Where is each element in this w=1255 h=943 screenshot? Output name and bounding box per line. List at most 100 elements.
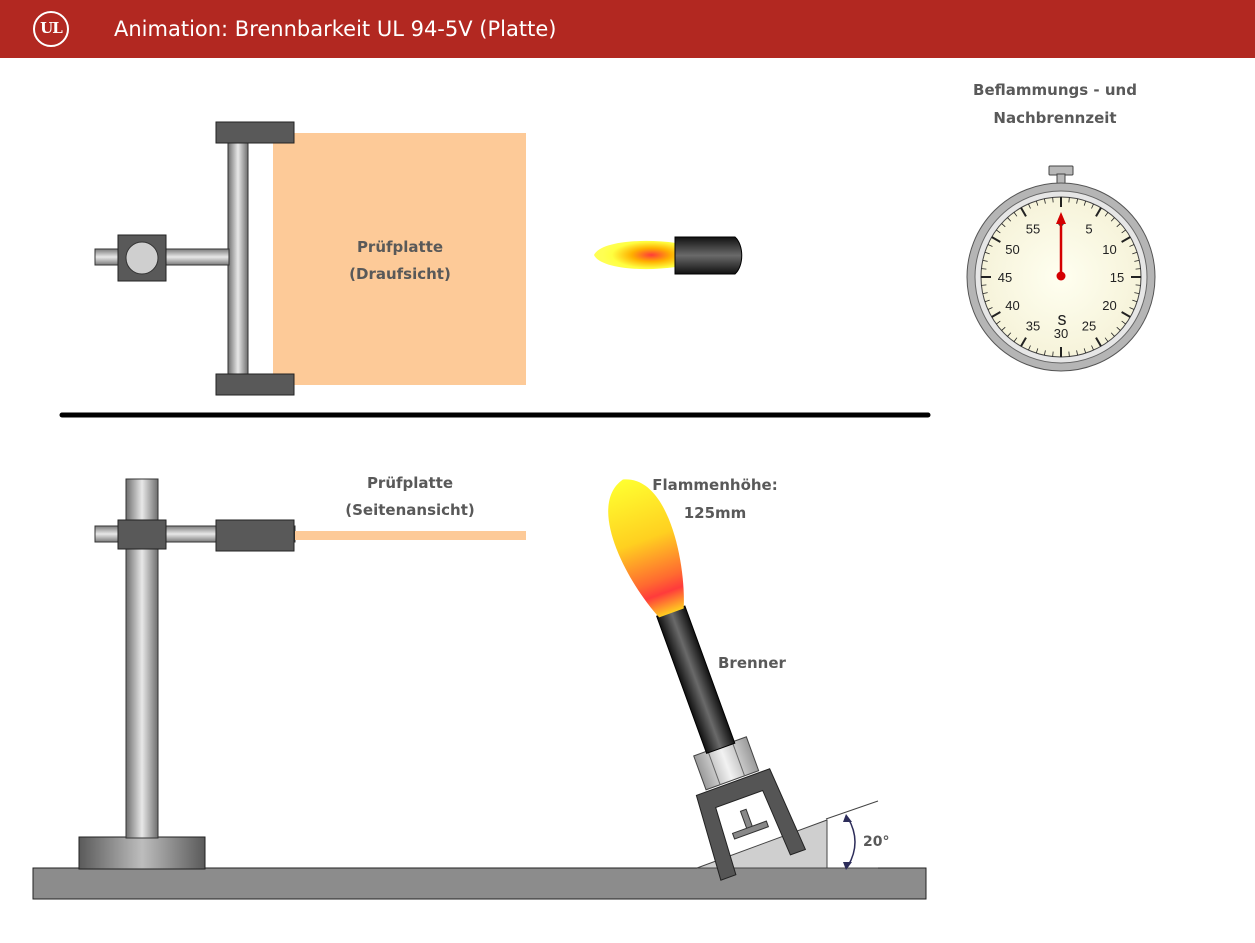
stopwatch-dial-number: 35 bbox=[1026, 318, 1040, 333]
side-view-coupler bbox=[117, 519, 167, 550]
top-view-plate bbox=[273, 133, 526, 385]
stopwatch-tick bbox=[982, 292, 988, 295]
ul-logo: UL bbox=[33, 11, 69, 47]
stopwatch: Beflammungs - und Nachbrennzeit 05101520… bbox=[966, 81, 1156, 372]
stopwatch-tick bbox=[1135, 268, 1141, 270]
stopwatch-tick bbox=[1068, 197, 1070, 203]
angle-label: 20° bbox=[863, 834, 889, 850]
stopwatch-tick bbox=[1035, 348, 1039, 354]
top-view-clamp-top bbox=[215, 121, 295, 144]
stopwatch-tick bbox=[1035, 200, 1039, 206]
stopwatch-tick bbox=[1001, 326, 1006, 331]
stopwatch-tick bbox=[1091, 345, 1094, 351]
stopwatch-tick bbox=[991, 311, 1001, 318]
burner-sleeve-rib bbox=[731, 741, 746, 776]
stopwatch-tick bbox=[1129, 307, 1135, 310]
side-view: Prüfplatte (Seitenansicht) 20° Flammenhö… bbox=[32, 474, 927, 900]
stopwatch-tick bbox=[1104, 212, 1109, 217]
angle-arrow-top bbox=[843, 814, 852, 822]
angle-reference-line bbox=[825, 800, 879, 820]
stopwatch-hand-pivot bbox=[1056, 271, 1066, 281]
stopwatch-tick bbox=[1076, 198, 1079, 204]
stopwatch-dial-number: 30 bbox=[1054, 326, 1068, 341]
stopwatch-tick bbox=[1132, 251, 1138, 255]
burner-flame bbox=[608, 479, 684, 618]
top-view-coupler-bolt bbox=[125, 241, 159, 275]
top-plate-label-1: Prüfplatte bbox=[357, 238, 443, 256]
stopwatch-tick bbox=[1104, 337, 1109, 342]
stopwatch-tick bbox=[1110, 332, 1115, 337]
stopwatch-tick bbox=[1129, 244, 1135, 247]
stopwatch-tick bbox=[1132, 299, 1138, 303]
top-view-burner-tube bbox=[674, 236, 743, 275]
stopwatch-tick bbox=[1095, 337, 1102, 347]
stopwatch-tick bbox=[1043, 198, 1046, 204]
stopwatch-tick bbox=[1091, 203, 1094, 209]
stopwatch-tick bbox=[1121, 320, 1126, 325]
stopwatch-dial-number: 25 bbox=[1082, 318, 1096, 333]
stopwatch-dial-number: 45 bbox=[998, 270, 1012, 285]
stopwatch-tick bbox=[984, 251, 990, 255]
stopwatch-tick bbox=[1013, 337, 1018, 342]
stopwatch-dial-number: 55 bbox=[1026, 222, 1040, 237]
stopwatch-tick bbox=[984, 299, 990, 303]
stopwatch-tick bbox=[1007, 217, 1012, 222]
top-view: Prüfplatte (Draufsicht) bbox=[94, 121, 743, 396]
stopwatch-tick bbox=[1121, 236, 1131, 243]
stopwatch-tick bbox=[1007, 332, 1012, 337]
stopwatch-caption-2: Nachbrennzeit bbox=[993, 109, 1116, 127]
stopwatch-ticks bbox=[981, 197, 1141, 357]
stopwatch-tick bbox=[1020, 207, 1027, 217]
stopwatch-tick bbox=[1001, 223, 1006, 228]
stand-base bbox=[78, 836, 206, 870]
stopwatch-tick bbox=[982, 259, 988, 262]
stopwatch-tick bbox=[1121, 229, 1126, 234]
stopwatch-dial-number: 20 bbox=[1102, 298, 1116, 313]
stopwatch-tick bbox=[1095, 207, 1102, 217]
stopwatch-hand-tip bbox=[1056, 212, 1066, 224]
angle-arrow-bottom bbox=[843, 862, 852, 870]
burner-stand bbox=[695, 768, 807, 881]
stopwatch-tick bbox=[1083, 200, 1087, 206]
stopwatch-tick bbox=[1028, 203, 1031, 209]
stopwatch-tick bbox=[996, 229, 1001, 234]
stopwatch-caption-1: Beflammungs - und bbox=[973, 81, 1137, 99]
stopwatch-tick bbox=[996, 320, 1001, 325]
burner bbox=[608, 479, 807, 881]
stopwatch-tick bbox=[981, 268, 987, 270]
angle-arc bbox=[847, 817, 856, 867]
stopwatch-tick bbox=[981, 284, 987, 286]
page-title: Animation: Brennbarkeit UL 94-5V (Platte… bbox=[114, 17, 557, 41]
stopwatch-tick bbox=[1068, 351, 1070, 357]
top-plate-label-2: (Draufsicht) bbox=[349, 265, 451, 283]
stopwatch-unit: s bbox=[1058, 309, 1067, 329]
stopwatch-hand bbox=[1056, 212, 1066, 281]
stopwatch-tick bbox=[1052, 197, 1054, 203]
stopwatch-dial-numbers: 0510152025303540455055 bbox=[998, 214, 1124, 341]
stopwatch-tick bbox=[987, 244, 993, 247]
side-view-plate bbox=[295, 531, 526, 540]
top-view-flame bbox=[594, 240, 676, 270]
flame-height-label-2: 125mm bbox=[684, 504, 747, 522]
table-surface bbox=[32, 867, 927, 900]
stopwatch-dial-number: 15 bbox=[1110, 270, 1124, 285]
stopwatch-tick bbox=[987, 307, 993, 310]
top-view-clamp-bottom bbox=[215, 373, 295, 396]
stopwatch-tick bbox=[1052, 351, 1054, 357]
stopwatch-tick bbox=[1020, 337, 1027, 347]
stopwatch-dial-number: 50 bbox=[1005, 242, 1019, 257]
burner-label: Brenner bbox=[718, 654, 787, 672]
stopwatch-dial-number: 40 bbox=[1005, 298, 1019, 313]
stopwatch-tick bbox=[1083, 348, 1087, 354]
side-plate-label-1: Prüfplatte bbox=[367, 474, 453, 492]
stopwatch-tick bbox=[1135, 284, 1141, 286]
stopwatch-tick bbox=[1116, 326, 1121, 331]
stopwatch-dial-number: 10 bbox=[1102, 242, 1116, 257]
side-plate-label-2: (Seitenansicht) bbox=[345, 501, 474, 519]
top-view-stand-rod bbox=[227, 141, 249, 378]
burner-sleeve-rib bbox=[707, 750, 721, 785]
stopwatch-tick bbox=[991, 236, 1001, 243]
stopwatch-tick bbox=[1134, 292, 1140, 295]
side-view-plate-clamp bbox=[215, 519, 295, 552]
